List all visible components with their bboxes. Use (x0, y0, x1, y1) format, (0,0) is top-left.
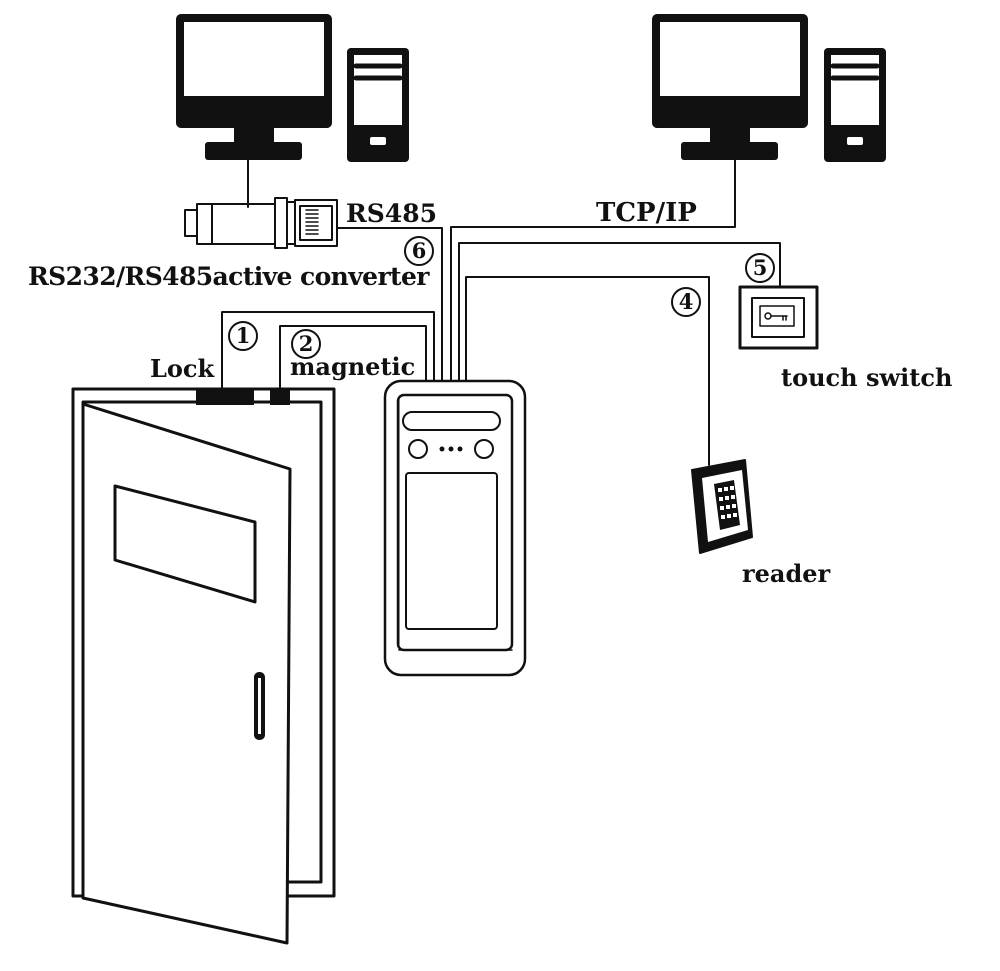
left-tower (347, 48, 409, 162)
marker-6: 6 (404, 236, 434, 266)
exit-button-icon (738, 285, 819, 350)
left-monitor (176, 14, 332, 160)
converter-device-icon (184, 159, 338, 249)
card-reader-icon (691, 459, 753, 554)
right-monitor (652, 14, 808, 160)
converter-label: RS232/RS485active converter (28, 262, 429, 291)
rs485-cable (336, 227, 443, 382)
cables (221, 159, 781, 466)
magnetic-cable (279, 325, 427, 390)
right-computer-icon (652, 14, 886, 162)
touch-switch-label: touch switch (781, 363, 953, 392)
tcpip-cable (450, 159, 736, 382)
touch-switch-cable (458, 242, 781, 382)
lock-body (196, 389, 254, 405)
magnetic-label: magnetic (290, 352, 416, 381)
door-icon (71, 387, 336, 945)
marker-5: 5 (745, 253, 775, 283)
door-window (113, 484, 257, 604)
face-recognition-terminal-icon (383, 379, 527, 677)
tcpip-label: TCP/IP (596, 198, 697, 228)
lock-cable (221, 311, 435, 390)
marker-1: 1 (228, 321, 258, 351)
reader-cable (465, 276, 710, 466)
rs485-label: RS485 (346, 199, 438, 228)
magnetic-sensor (270, 389, 290, 405)
left-computer-icon (176, 14, 409, 162)
marker-4: 4 (671, 287, 701, 317)
marker-2: 2 (291, 329, 321, 359)
right-tower (824, 48, 886, 162)
lock-label: Lock (150, 354, 215, 383)
reader-label: reader (742, 559, 831, 588)
key-icon (764, 312, 788, 321)
